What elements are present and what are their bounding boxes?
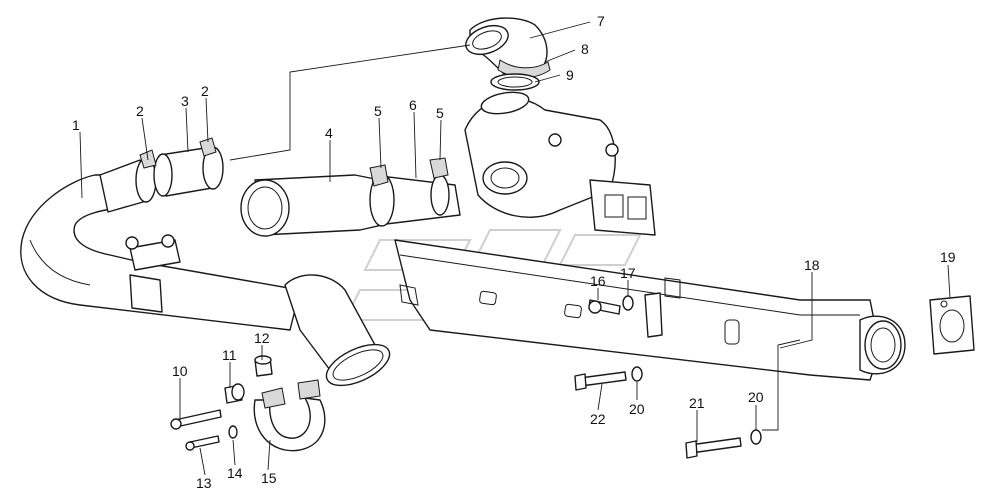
washer-part-14	[228, 425, 238, 439]
callout-1: 1	[72, 117, 80, 133]
bolt-part-16	[588, 299, 621, 315]
callout-3: 3	[181, 93, 189, 109]
bolt-part-21	[685, 437, 742, 459]
intake-pipe-part-1	[20, 174, 391, 387]
exhaust-manifold-part-18	[394, 239, 906, 381]
hose-coupling-part-3	[99, 137, 224, 213]
bolt-part-10	[170, 409, 222, 430]
callout-21: 21	[689, 395, 705, 411]
callout-labels: 1 2 3 2 4 5 6 5 7 8 9 10 11 12 13 14 15 …	[72, 13, 956, 491]
washer-part-20b	[750, 429, 762, 445]
washer-part-17	[622, 292, 663, 338]
callout-17: 17	[620, 265, 636, 281]
gasket-part-19	[929, 295, 975, 355]
callout-18: 18	[804, 257, 820, 273]
spacer-part-12	[254, 355, 273, 377]
clamp-part-15	[253, 379, 326, 452]
callout-4: 4	[325, 125, 333, 141]
callout-5b: 5	[436, 105, 444, 121]
bolt-part-13	[185, 435, 220, 451]
callout-14: 14	[227, 465, 243, 481]
elbow-part-7	[465, 17, 548, 76]
callout-16: 16	[590, 273, 606, 289]
callout-6: 6	[409, 97, 417, 113]
washer-part-20a	[631, 366, 643, 382]
callout-13: 13	[196, 475, 212, 491]
leader-lines	[79, 21, 951, 476]
callout-11: 11	[222, 347, 237, 363]
callout-20b: 20	[748, 389, 764, 405]
callout-9: 9	[566, 67, 574, 83]
gasket-part-9	[490, 73, 540, 91]
callout-7: 7	[597, 13, 605, 29]
callout-12: 12	[254, 330, 270, 346]
callout-8: 8	[581, 41, 589, 57]
callout-10: 10	[172, 363, 188, 379]
callout-19: 19	[940, 249, 956, 265]
callout-2b: 2	[201, 83, 209, 99]
turbo-inlet-hose-part-4	[240, 157, 461, 237]
callout-15: 15	[261, 470, 277, 486]
bolt-part-22	[574, 371, 627, 391]
callout-22: 22	[590, 411, 606, 427]
pipe-clamp	[125, 234, 181, 313]
callout-20a: 20	[629, 401, 645, 417]
callout-2a: 2	[136, 103, 144, 119]
callout-5a: 5	[374, 103, 382, 119]
spacer-part-11	[224, 383, 245, 404]
turbocharger	[464, 91, 656, 236]
